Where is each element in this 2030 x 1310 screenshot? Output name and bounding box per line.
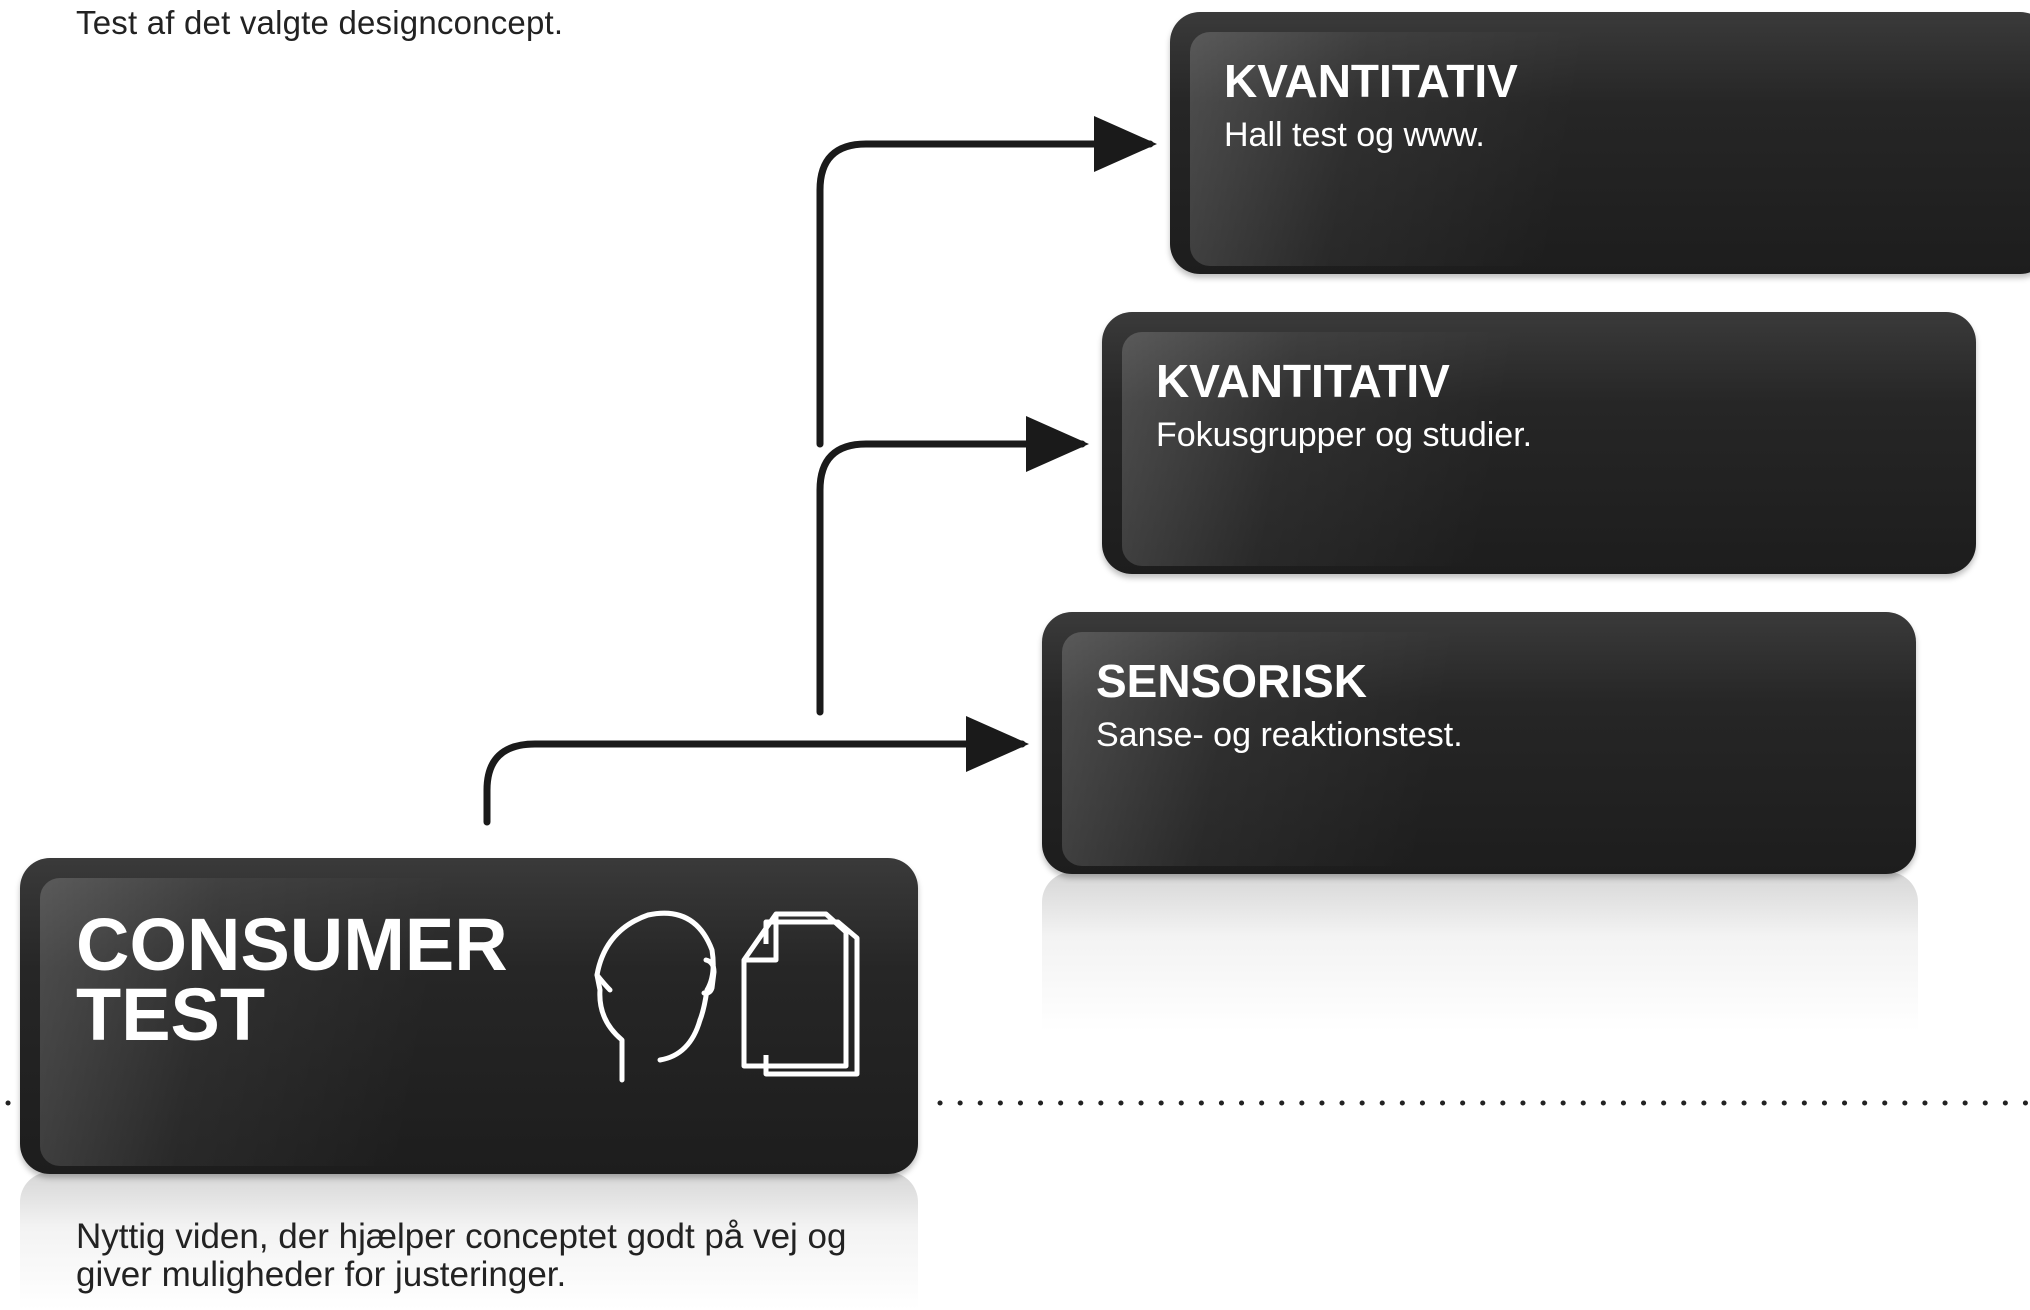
card-consumer-test (20, 858, 918, 1174)
card-title: KVANTITATIV (1224, 55, 1518, 107)
card-title: SENSORISK (1096, 655, 1367, 707)
consumer-test-title: CONSUMER TEST (76, 903, 508, 1056)
sensorisk-card-reflection (1042, 872, 1918, 1032)
documents-icon (741, 911, 860, 1077)
card-title: KVANTITATIV (1156, 355, 1450, 407)
bottom-text-line-1: Nyttig viden, der hjælper conceptet godt… (76, 1217, 847, 1256)
card-subtitle: Sanse- og reaktionstest. (1096, 716, 1463, 754)
card-subtitle: Hall test og www. (1224, 116, 1485, 154)
title-line-1: CONSUMER (76, 903, 508, 986)
connector-to-fokus (816, 416, 1089, 716)
bottom-description: Nyttig viden, der hjælper conceptet godt… (76, 1218, 846, 1294)
consumer-card-reflection (20, 1172, 918, 1310)
title-line-2: TEST (76, 973, 266, 1056)
card-kvantitativ-hall: KVANTITATIV Hall test og www. (1170, 12, 2030, 274)
bottom-text-line-2: giver muligheder for justeringer. (76, 1255, 567, 1294)
connector-to-hall (816, 116, 1157, 448)
connector-to-sensorisk (483, 716, 1029, 826)
card-kvantitativ-fokus: KVANTITATIV Fokusgrupper og studier. (1102, 312, 1976, 574)
intro-text: Test af det valgte designconcept. (76, 4, 564, 41)
head-profile-icon (594, 910, 717, 1083)
card-sensorisk: SENSORISK Sanse- og reaktionstest. (1042, 612, 1916, 874)
card-subtitle: Fokusgrupper og studier. (1156, 416, 1533, 454)
